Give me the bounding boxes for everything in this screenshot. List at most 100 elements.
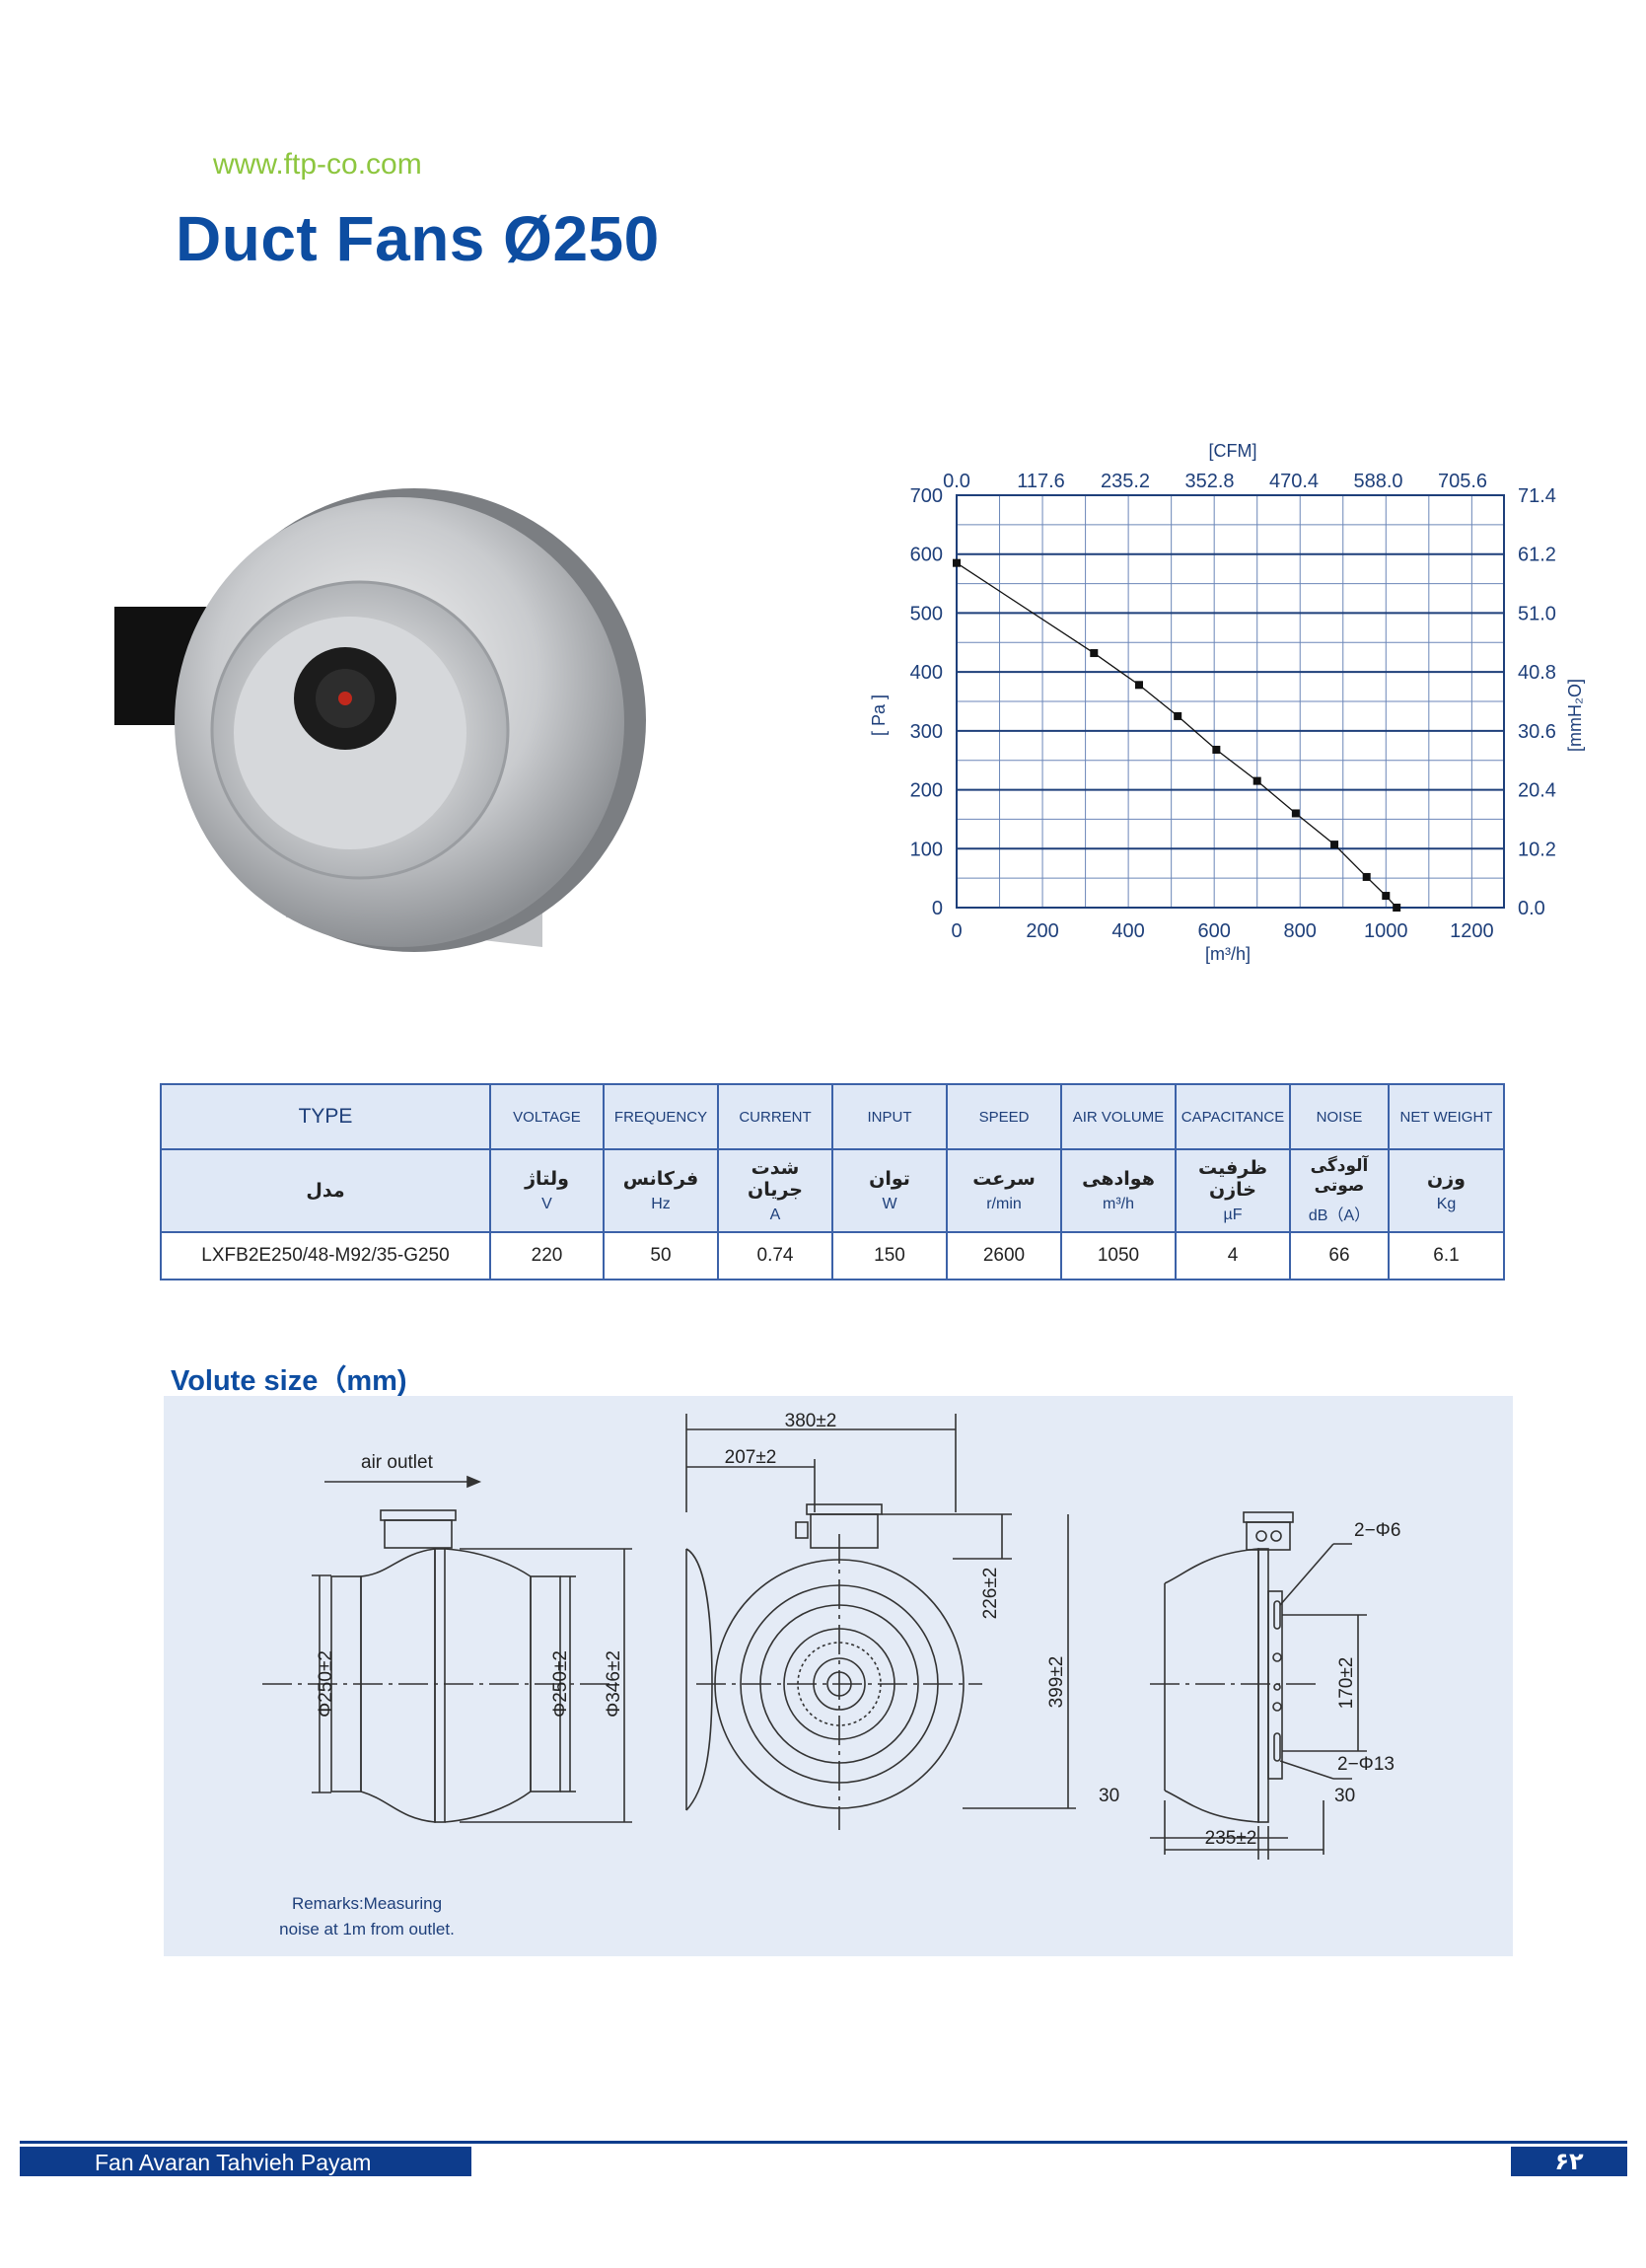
dim-30-right: 30 [1334, 1786, 1355, 1806]
y-tick-label: 0 [932, 898, 943, 919]
chart-frame [956, 494, 1505, 909]
unit-label: Hz [651, 1196, 671, 1212]
fa-label: شدت جریان [748, 1157, 803, 1201]
chart-grid [956, 494, 1505, 909]
chart-secondary-xlabel: [CFM] [1209, 441, 1257, 461]
fa-label: مدل [306, 1180, 345, 1202]
data-point [1330, 841, 1339, 849]
top-tick-label: 235.2 [1101, 471, 1150, 492]
spec-table: TYPE VOLTAGE FREQUENCY CURRENT INPUT SPE… [160, 1083, 1505, 1280]
col-fa-current: شدت جریان A [717, 1148, 833, 1233]
x-tick-label: 200 [1026, 920, 1058, 942]
data-point [1252, 776, 1261, 785]
cell-speed: 2600 [946, 1231, 1062, 1280]
unit-label: Kg [1436, 1196, 1457, 1212]
col-header-frequency: FREQUENCY [603, 1083, 719, 1150]
front-view [685, 1414, 1076, 1830]
col-header-type: TYPE [160, 1083, 491, 1150]
right-tick-label: 51.0 [1518, 603, 1556, 624]
air-outlet-label: air outlet [361, 1452, 434, 1473]
dim-phi250-right: Φ250±2 [550, 1650, 571, 1718]
col-header-air-volume: AIR VOLUME [1060, 1083, 1177, 1150]
unit-label: µF [1223, 1207, 1243, 1223]
right-tick-label: 61.2 [1518, 545, 1556, 566]
top-tick-label: 705.6 [1438, 471, 1487, 492]
data-point [1393, 904, 1401, 912]
x-tick-label: 1000 [1364, 920, 1408, 942]
data-point [1212, 745, 1221, 754]
col-header-noise: NOISE [1289, 1083, 1390, 1150]
unit-label: A [769, 1207, 781, 1223]
footer-page-box [1511, 2147, 1627, 2176]
volute-drawing: air outlet Φ250±2 Φ250±2 Φ346±2 380±2 20… [164, 1396, 1513, 1956]
page-number: ۶۲ [1554, 2148, 1584, 2175]
col-header-voltage: VOLTAGE [489, 1083, 605, 1150]
col-fa-capacitance: ظرفیت خازن µF [1175, 1148, 1291, 1233]
dim-phi346: Φ346±2 [604, 1650, 624, 1718]
dim-399: 399±2 [1046, 1656, 1067, 1709]
dim-2phi6: 2−Φ6 [1354, 1520, 1400, 1541]
data-point [1362, 872, 1371, 881]
chart-ylabel: [ Pa ] [869, 695, 889, 736]
top-tick-label: 352.8 [1184, 471, 1234, 492]
fa-label: هوادهی [1082, 1168, 1155, 1190]
remarks-line-1: Remarks:Measuring [292, 1894, 442, 1913]
top-tick-label: 588.0 [1353, 471, 1402, 492]
top-tick-label: 470.4 [1269, 471, 1319, 492]
right-tick-label: 0.0 [1518, 898, 1545, 919]
cell-capacitance: 4 [1175, 1231, 1291, 1280]
cell-type: LXFB2E250/48-M92/35-G250 [160, 1231, 491, 1280]
table-row: LXFB2E250/48-M92/35-G250 220 50 0.74 150… [160, 1231, 1505, 1280]
unit-label: dB（A） [1308, 1207, 1371, 1224]
dim-226: 226±2 [980, 1568, 1001, 1620]
unit-label: m³/h [1103, 1196, 1134, 1212]
col-header-input: INPUT [831, 1083, 948, 1150]
y-tick-label: 400 [910, 662, 943, 684]
col-header-speed: SPEED [946, 1083, 1062, 1150]
dim-phi250-left: Φ250±2 [316, 1650, 336, 1718]
unit-label: W [882, 1196, 897, 1212]
side-view-left [262, 1475, 632, 1823]
cell-current: 0.74 [717, 1231, 833, 1280]
dim-235: 235±2 [1205, 1828, 1257, 1849]
chart-secondary-ylabel: [mmH₂O] [1565, 679, 1585, 752]
top-tick-label: 0.0 [943, 471, 970, 492]
fa-label: سرعت [972, 1168, 1036, 1190]
dim-380: 380±2 [785, 1411, 837, 1431]
website-url: www.ftp-co.com [213, 148, 422, 181]
x-tick-label: 0 [951, 920, 962, 942]
cell-voltage: 220 [489, 1231, 605, 1280]
remarks-line-2: noise at 1m from outlet. [279, 1920, 455, 1939]
right-tick-label: 20.4 [1518, 780, 1556, 802]
dim-207: 207±2 [725, 1447, 777, 1468]
col-header-capacitance: CAPACITANCE [1175, 1083, 1291, 1150]
x-tick-label: 600 [1197, 920, 1230, 942]
data-point [1090, 649, 1099, 658]
cell-noise: 66 [1289, 1231, 1390, 1280]
y-tick-label: 500 [910, 603, 943, 624]
y-tick-label: 300 [910, 721, 943, 743]
fa-label: توان [869, 1168, 910, 1190]
data-point [1135, 681, 1143, 690]
right-tick-label: 71.4 [1518, 485, 1556, 507]
cell-air-volume: 1050 [1060, 1231, 1177, 1280]
side-view-right [1150, 1511, 1367, 1860]
dim-2phi13: 2−Φ13 [1337, 1754, 1395, 1775]
volute-section-title: Volute size（mm) [171, 1365, 407, 1397]
fa-label: ولتاژ [525, 1168, 569, 1190]
x-tick-label: 800 [1284, 920, 1317, 942]
x-tick-label: 1200 [1450, 920, 1494, 942]
footer-bar [20, 2147, 471, 2176]
chart-xlabel: [m³/h] [1205, 944, 1251, 964]
data-point [1291, 809, 1300, 818]
fa-label: ظرفیت خازن [1197, 1157, 1268, 1201]
right-tick-label: 40.8 [1518, 662, 1556, 684]
col-header-current: CURRENT [717, 1083, 833, 1150]
right-tick-label: 10.2 [1518, 839, 1556, 860]
x-tick-label: 400 [1111, 920, 1144, 942]
duct-fan-photo [114, 488, 646, 952]
